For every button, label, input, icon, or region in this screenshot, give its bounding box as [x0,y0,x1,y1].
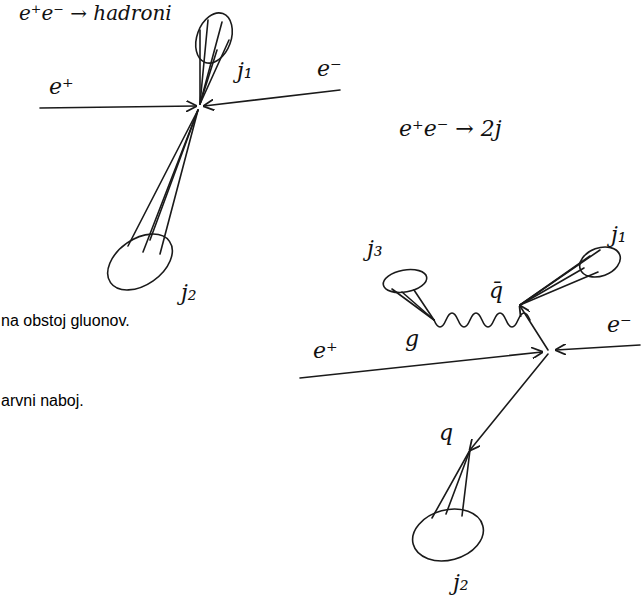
jet-label: j₁ [610,222,628,247]
jet-cone [520,242,625,305]
antiquark-line [470,354,548,450]
parton-label: g [404,326,420,351]
particle-label: e⁻ [606,312,633,337]
electron-line [204,90,340,106]
two-jet-event [40,8,340,302]
jet-label: j₁ [236,58,254,83]
jet-cone [189,8,239,104]
slide-text: na obstoj gluonov. [0,312,131,330]
jet-label: j₂ [452,570,470,595]
electron-line [556,345,640,350]
particle-label: e⁺ [312,338,339,363]
jet-cone [381,266,434,320]
reaction-label: e⁺e⁻ → hadroni [18,2,173,25]
three-jet-event [300,242,640,569]
positron-line [40,106,196,108]
particle-label: e⁺ [48,74,75,99]
particle-label: e⁻ [316,56,343,81]
parton-label: q̄ [488,278,504,303]
jet-label: j₂ [180,280,198,305]
gluon-spring [434,313,530,327]
slide-text: arvni naboj. [0,392,85,410]
jet-cone [97,110,198,301]
parton-label: q [438,420,454,445]
reaction-label: e⁺e⁻ → 2j [398,116,503,141]
jet-label: j₃ [366,236,384,261]
jet-cone [407,450,489,568]
